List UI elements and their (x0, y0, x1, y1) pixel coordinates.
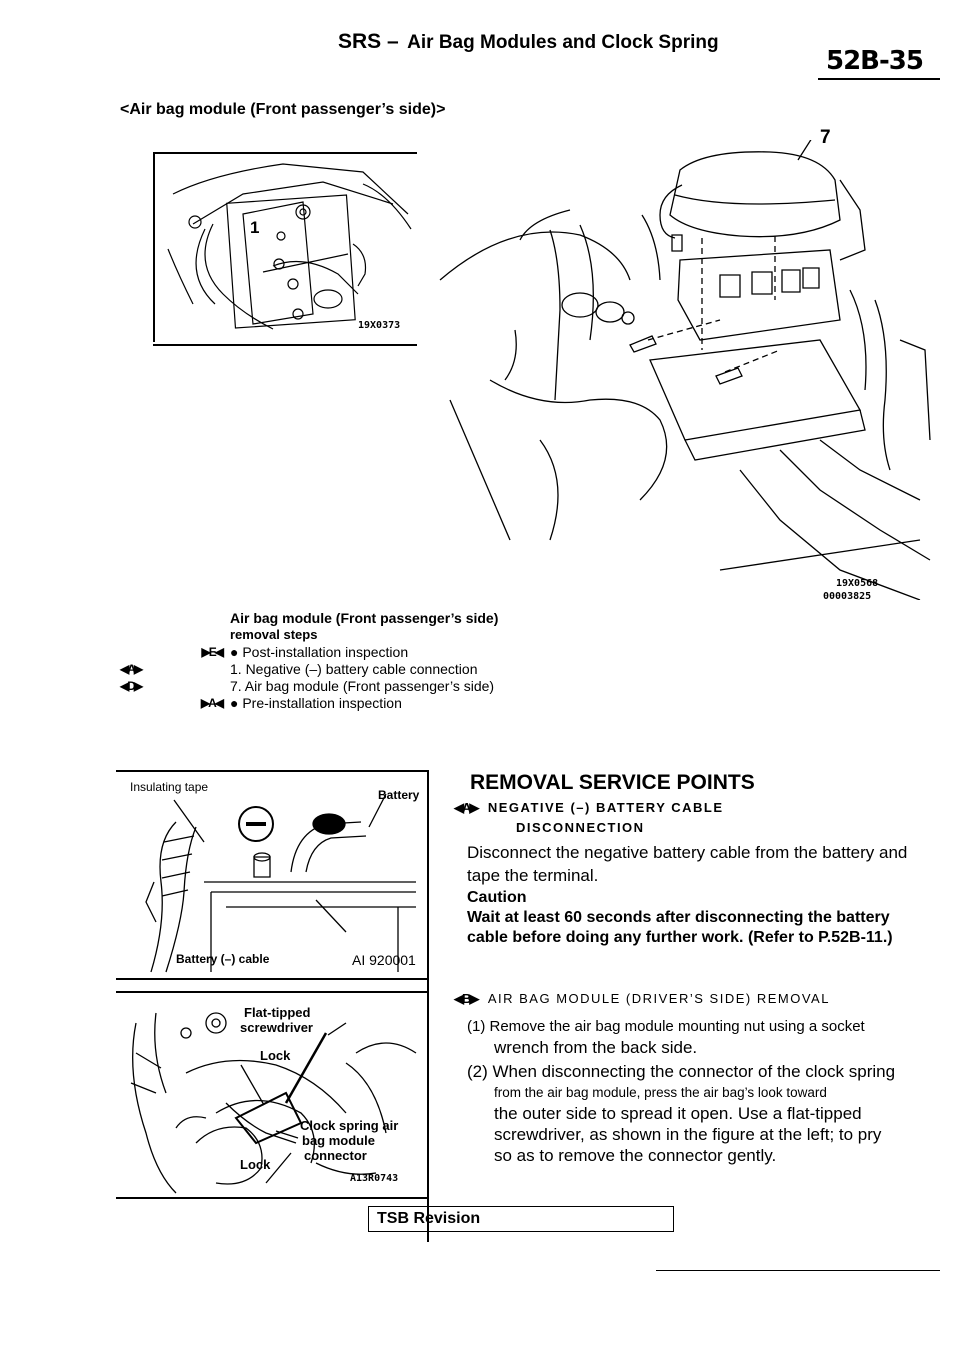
inset-figure-code: 19X0373 (358, 320, 401, 331)
main-callout: 7 (820, 127, 831, 148)
step-item: ◀A▶ 1. Negative (–) battery cable connec… (120, 661, 600, 678)
lock-label-top: Lock (260, 1048, 291, 1063)
step2-line-4: screwdriver, as shown in the figure at t… (494, 1125, 882, 1144)
service-b-title-text: AIR BAG MODULE (DRIVER’S SIDE) REMOVAL (487, 991, 830, 1006)
step-text: 7. Air bag module (Front passenger’s sid… (230, 678, 495, 694)
step2-line-5: so as to remove the connector gently. (494, 1146, 777, 1165)
service-a-title: ◀A▶ NEGATIVE (–) BATTERY CABLE (454, 799, 724, 817)
service-b-marker: ◀B▶ (454, 991, 479, 1006)
header-rule (818, 78, 940, 80)
connector-label-1: Clock spring air (300, 1118, 399, 1133)
caution-line-1: Wait at least 60 seconds after disconnec… (467, 909, 890, 926)
service-a-title-2: DISCONNECTION (516, 820, 645, 835)
page-header: SRS – Air Bag Modules and Clock Spring (338, 30, 719, 54)
service-a-body: Disconnect the negative battery cable fr… (467, 843, 908, 885)
step-text: ● Pre-installation inspection (230, 695, 402, 711)
battery-label: Battery (378, 788, 420, 802)
dashboard-drawing (420, 140, 940, 600)
caution-line-2: cable before doing any further work. (Re… (467, 929, 893, 946)
step2-line-1: (2) When disconnecting the connector of … (467, 1062, 896, 1081)
inset-figure: 1 19X0373 (153, 152, 417, 346)
main-figure-code-2: 00003825 (823, 591, 872, 602)
connector-label-3: connector (304, 1148, 367, 1163)
battery-figure: Insulating tape Battery Battery (–) cabl… (116, 770, 429, 980)
inset-left-rule (153, 152, 155, 342)
removal-steps-title: Air bag module (Front passenger’s side) (230, 610, 499, 626)
removal-steps: Air bag module (Front passenger’s side) … (120, 610, 600, 712)
connector-figure-code: A13R0743 (350, 1173, 399, 1184)
page-title: Air Bag Modules and Clock Spring (407, 32, 719, 53)
screwdriver-label-1: Flat-tipped (244, 1005, 311, 1020)
step-marker: ◀D▶ (120, 679, 143, 693)
caution-label: Caution (467, 889, 527, 906)
lock-label-bottom: Lock (240, 1157, 271, 1172)
service-b-title: ◀B▶ AIR BAG MODULE (DRIVER’S SIDE) REMOV… (454, 990, 830, 1008)
service-heading: REMOVAL SERVICE POINTS (470, 771, 755, 794)
step-item: ▶E◀ ● Post-installation inspection (120, 644, 600, 661)
step-marker: ◀A▶ (120, 662, 143, 676)
step2-line-2: from the air bag module, press the air b… (494, 1085, 827, 1100)
service-a-title-1: NEGATIVE (–) BATTERY CABLE (487, 800, 724, 815)
step2-line-3: the outer side to spread it open. Use a … (494, 1104, 862, 1123)
battery-drawing (116, 772, 427, 978)
battery-figure-code: AI 920001 (352, 952, 416, 968)
connector-label-2: bag module (302, 1133, 375, 1148)
service-a-marker: ◀A▶ (454, 800, 479, 815)
caution-block: Caution Wait at least 60 seconds after d… (467, 888, 937, 948)
main-figure-code: 19X0568 (836, 578, 879, 589)
step1-line-2: wrench from the back side. (494, 1038, 698, 1057)
step-item: ◀D▶ 7. Air bag module (Front passenger’s… (120, 678, 600, 695)
step-item: ▶A◀ ● Pre-installation inspection (120, 695, 600, 712)
page-number: 52B-35 (826, 46, 924, 76)
connector-figure: Flat-tipped screwdriver Lock Clock sprin… (116, 991, 429, 1199)
tsb-revision-box: TSB Revision (368, 1206, 674, 1232)
step-marker: ▶A◀ (200, 696, 224, 710)
inset-drawing (153, 154, 417, 342)
footer-rule (656, 1270, 940, 1271)
step-text: 1. Negative (–) battery cable connection (230, 661, 478, 677)
tsb-revision-label: TSB Revision (377, 1210, 481, 1227)
section-subtitle: <Air bag module (Front passenger’s side)… (120, 101, 446, 118)
step-marker: ▶E◀ (201, 645, 224, 659)
step-text: ● Post-installation inspection (230, 644, 409, 660)
connector-drawing (116, 993, 427, 1197)
insulating-tape-label: Insulating tape (130, 780, 209, 794)
service-b-body: (1) Remove the air bag module mounting n… (467, 1016, 937, 1166)
removal-steps-subtitle: removal steps (230, 627, 318, 642)
inset-callout: 1 (250, 218, 260, 237)
battery-cable-label: Battery (–) cable (176, 952, 270, 966)
column-divider (427, 770, 429, 1242)
step1-line-1: (1) Remove the air bag module mounting n… (467, 1018, 865, 1035)
section-label: SRS – (338, 30, 399, 53)
screwdriver-label-2: screwdriver (240, 1020, 313, 1035)
